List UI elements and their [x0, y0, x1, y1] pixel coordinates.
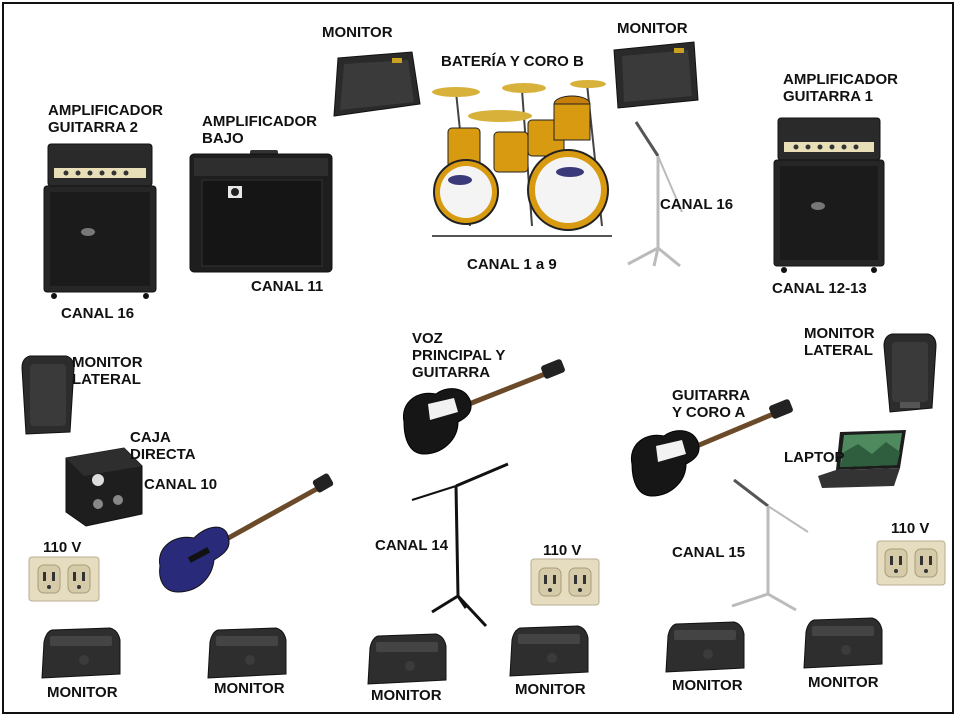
label-guitarra-coro-a: GUITARRA Y CORO A — [672, 387, 751, 421]
mic-stand-canal-14 — [410, 462, 510, 630]
mic-stand-icon — [411, 462, 509, 628]
laptop — [818, 430, 908, 488]
drum-kit-icon — [432, 80, 612, 237]
mic-stand-icon — [731, 478, 809, 612]
label-110v-right: 110 V — [891, 520, 930, 537]
amp-stack-icon — [773, 117, 885, 273]
label-canal-11: CANAL 11 — [251, 278, 324, 295]
power-outlet-icon — [28, 556, 100, 602]
wedge-monitor-icon — [367, 633, 447, 685]
label-110v-center: 110 V — [543, 542, 582, 559]
laptop-icon — [818, 430, 906, 488]
label-monitor-top-right: MONITOR — [617, 20, 688, 37]
label-monitor-bottom-5: MONITOR — [672, 677, 743, 694]
wedge-monitor-icon — [207, 627, 287, 679]
floor-monitor-4 — [508, 624, 590, 678]
amp-bass — [189, 150, 334, 276]
label-canal-10: CANAL 10 — [144, 476, 218, 493]
label-monitor-top-left: MONITOR — [322, 24, 393, 41]
label-drums: BATERÍA Y CORO B — [441, 53, 584, 70]
bass-guitar — [154, 473, 336, 598]
label-canal-16-mic: CANAL 16 — [660, 196, 734, 213]
label-monitor-bottom-1: MONITOR — [47, 684, 118, 701]
amp-guitar-1 — [773, 117, 885, 274]
mic-stand-icon — [627, 121, 683, 268]
label-monitor-bottom-2: MONITOR — [214, 680, 285, 697]
monitor-lateral-right — [882, 332, 938, 414]
floor-monitor-icon — [21, 355, 75, 435]
stage-monitor-top-left — [332, 51, 422, 118]
power-outlet-icon — [530, 558, 600, 606]
label-monitor-bottom-4: MONITOR — [515, 681, 586, 698]
wedge-monitor-icon — [803, 617, 883, 669]
amp-guitar-2 — [43, 143, 157, 300]
power-outlet-left — [28, 556, 100, 602]
label-monitor-bottom-3: MONITOR — [371, 687, 442, 704]
power-outlet-center — [530, 558, 600, 606]
wedge-monitor-icon — [665, 621, 745, 673]
di-box-icon — [65, 447, 143, 527]
label-canal-15: CANAL 15 — [672, 544, 746, 561]
wedge-monitor-icon — [509, 625, 589, 677]
label-laptop: LAPTOP — [784, 449, 845, 466]
amp-stack-icon — [43, 143, 157, 299]
label-monitor-bottom-6: MONITOR — [808, 674, 879, 691]
electric-guitar-right — [628, 399, 796, 498]
label-amp-guitar-2: AMPLIFICADOR GUITARRA 2 — [48, 102, 163, 136]
floor-monitor-3 — [366, 632, 448, 686]
power-outlet-right — [876, 540, 946, 586]
monitor-lateral-left — [20, 354, 76, 436]
wedge-monitor-icon — [41, 627, 121, 679]
stage-monitor-top-right — [612, 41, 700, 110]
label-canal-12-13: CANAL 12-13 — [772, 280, 867, 297]
drum-kit — [412, 76, 632, 242]
floor-monitor-5 — [664, 620, 746, 674]
floor-monitor-icon — [883, 333, 937, 413]
label-caja-directa: CAJA DIRECTA — [130, 429, 196, 463]
mic-stand-canal-16 — [624, 120, 684, 270]
electric-guitar-icon — [630, 399, 793, 497]
label-amp-bass: AMPLIFICADOR BAJO — [202, 113, 317, 147]
label-canal-16-amp: CANAL 16 — [61, 305, 135, 322]
label-amp-guitar-1: AMPLIFICADOR GUITARRA 1 — [783, 71, 898, 105]
bass-amp-icon — [189, 150, 333, 273]
electric-guitar-icon — [402, 359, 565, 455]
electric-guitar-center — [400, 359, 568, 456]
label-canal-14: CANAL 14 — [375, 537, 449, 554]
di-box — [64, 447, 144, 527]
label-110v-left: 110 V — [43, 539, 82, 556]
label-voz-principal: VOZ PRINCIPAL Y GUITARRA — [412, 330, 506, 381]
floor-monitor-2 — [206, 626, 288, 680]
power-outlet-icon — [876, 540, 946, 586]
floor-monitor-6 — [802, 616, 884, 670]
mic-stand-canal-15 — [730, 478, 810, 612]
bass-guitar-icon — [159, 473, 334, 593]
label-monitor-lateral-right: MONITOR LATERAL — [804, 325, 875, 359]
floor-monitor-1 — [40, 626, 122, 680]
label-canal-1-9: CANAL 1 a 9 — [467, 256, 557, 273]
wedge-monitor-icon — [333, 51, 421, 117]
wedge-monitor-icon — [613, 41, 699, 109]
label-monitor-lateral-left: MONITOR LATERAL — [72, 354, 143, 388]
